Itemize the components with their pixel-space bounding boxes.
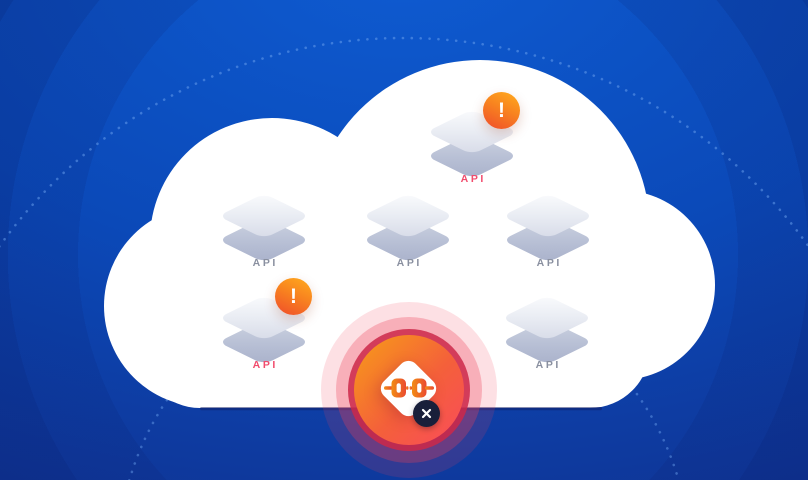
api-stack-mid-center: API xyxy=(348,192,468,288)
api-label: API xyxy=(535,359,561,371)
layer-top-icon xyxy=(507,195,589,237)
broken-link-icon xyxy=(384,378,434,398)
warning-badge: ! xyxy=(275,278,312,315)
exclamation-icon: ! xyxy=(290,284,297,308)
warning-badge: ! xyxy=(483,92,520,129)
dashed-orbit-outer xyxy=(0,36,808,248)
api-stack-top-warning: ! API xyxy=(412,92,532,204)
layer-bottom-icon xyxy=(367,219,449,261)
layer-bottom-icon xyxy=(506,321,588,363)
close-badge[interactable] xyxy=(413,400,440,427)
close-icon xyxy=(421,408,432,419)
api-stack-bottom-right: API xyxy=(487,294,607,390)
api-label: API xyxy=(252,359,278,371)
exclamation-icon: ! xyxy=(498,98,505,122)
api-label: API xyxy=(252,257,278,269)
layer-top-icon xyxy=(223,195,305,237)
api-label: API xyxy=(536,257,562,269)
api-stack-bottom-warning: ! API xyxy=(204,278,324,390)
api-stack-mid-right: API xyxy=(488,192,608,288)
layer-top-icon xyxy=(367,195,449,237)
layer-bottom-icon xyxy=(507,219,589,261)
layer-top-icon xyxy=(506,297,588,339)
layer-bottom-icon xyxy=(223,219,305,261)
api-stack-mid-left: API xyxy=(204,192,324,288)
layer-bottom-icon xyxy=(431,135,513,177)
api-label: API xyxy=(396,257,422,269)
api-label: API xyxy=(460,173,486,185)
broken-link-button[interactable] xyxy=(321,302,497,478)
layer-bottom-icon xyxy=(223,321,305,363)
